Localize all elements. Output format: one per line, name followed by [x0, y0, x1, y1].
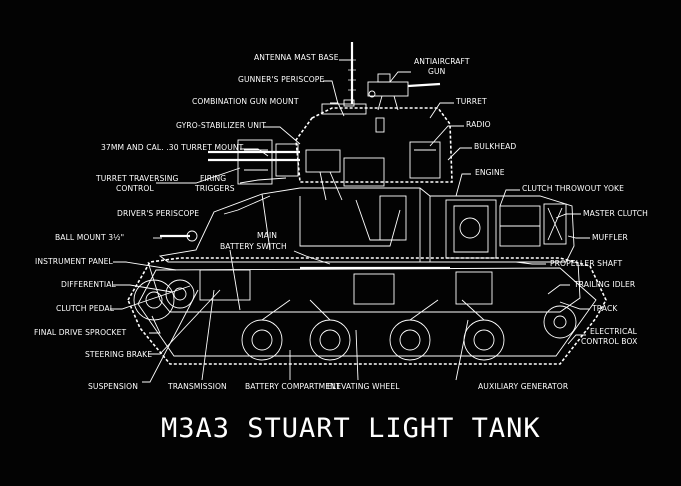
turret [295, 99, 453, 183]
label-track: TRACK [591, 304, 618, 313]
label-trailing-idler: TRAILING IDLER [573, 280, 636, 289]
label-master-clutch: MASTER CLUTCH [583, 209, 648, 218]
labels: ANTENNA MAST BASE ANTIAIRCRAFT GUN GUNNE… [34, 53, 648, 391]
label-auxiliary-generator: AUXILIARY GENERATOR [478, 382, 569, 391]
label-turret-mount: 37MM AND CAL. .30 TURRET MOUNT [101, 143, 244, 152]
antiaircraft-gun [367, 73, 441, 111]
label-turret-traversing-control-2: CONTROL [116, 184, 154, 193]
label-differential: DIFFERENTIAL [61, 280, 117, 289]
label-radio: RADIO [466, 120, 491, 129]
label-main-battery-switch-1: MAIN [257, 231, 277, 240]
label-firing-triggers-2: TRIGGERS [194, 184, 235, 193]
label-firing-triggers-1: FIRING [200, 174, 226, 183]
label-main-battery-switch-2: BATTERY SWITCH [220, 242, 287, 251]
label-propeller-shaft: PROPELLER SHAFT [550, 259, 623, 268]
label-steering-brake: STEERING BRAKE [85, 350, 152, 359]
label-transmission: TRANSMISSION [167, 382, 227, 391]
label-gyro-stabilizer-unit: GYRO-STABILIZER UNIT [176, 121, 266, 130]
leader-lines [110, 59, 590, 383]
label-suspension: SUSPENSION [88, 382, 138, 391]
track [127, 257, 607, 365]
main-gun [208, 139, 300, 185]
label-turret: TURRET [455, 97, 487, 106]
label-combination-gun-mount: COMBINATION GUN MOUNT [192, 97, 299, 106]
label-bulkhead: BULKHEAD [474, 142, 516, 151]
label-antiaircraft-gun-1: ANTIAIRCRAFT [414, 57, 470, 66]
label-muffler: MUFFLER [592, 233, 628, 242]
label-engine: ENGINE [475, 168, 505, 177]
label-elevating-wheel: ELEVATING WHEEL [327, 382, 400, 391]
diagram-title: M3A3 STUART LIGHT TANK [161, 413, 541, 444]
label-final-drive-sprocket: FINAL DRIVE SPROCKET [34, 328, 127, 337]
label-instrument-panel: INSTRUMENT PANEL [35, 257, 114, 266]
road-wheels [241, 299, 577, 361]
label-antenna-mast-base: ANTENNA MAST BASE [254, 53, 339, 62]
label-antiaircraft-gun-2: GUN [428, 67, 445, 76]
hull [158, 187, 575, 263]
label-clutch-throwout-yoke: CLUTCH THROWOUT YOKE [522, 184, 624, 193]
radio-box [409, 141, 441, 179]
engine-compartment [300, 199, 567, 270]
label-turret-traversing-control-1: TURRET TRAVERSING [95, 174, 179, 183]
label-gunners-periscope: GUNNER'S PERISCOPE [238, 75, 324, 84]
tank-drawing [127, 42, 607, 365]
label-drivers-periscope: DRIVER'S PERISCOPE [117, 209, 199, 218]
label-clutch-pedal: CLUTCH PEDAL [56, 304, 115, 313]
lower-hull [147, 249, 581, 313]
label-battery-compartment: BATTERY COMPARTMENT [245, 382, 341, 391]
label-electrical-control-box-1: ELECTRICAL [590, 327, 638, 336]
label-ball-mount: BALL MOUNT 3½" [55, 233, 124, 242]
label-electrical-control-box-2: CONTROL BOX [581, 337, 637, 346]
